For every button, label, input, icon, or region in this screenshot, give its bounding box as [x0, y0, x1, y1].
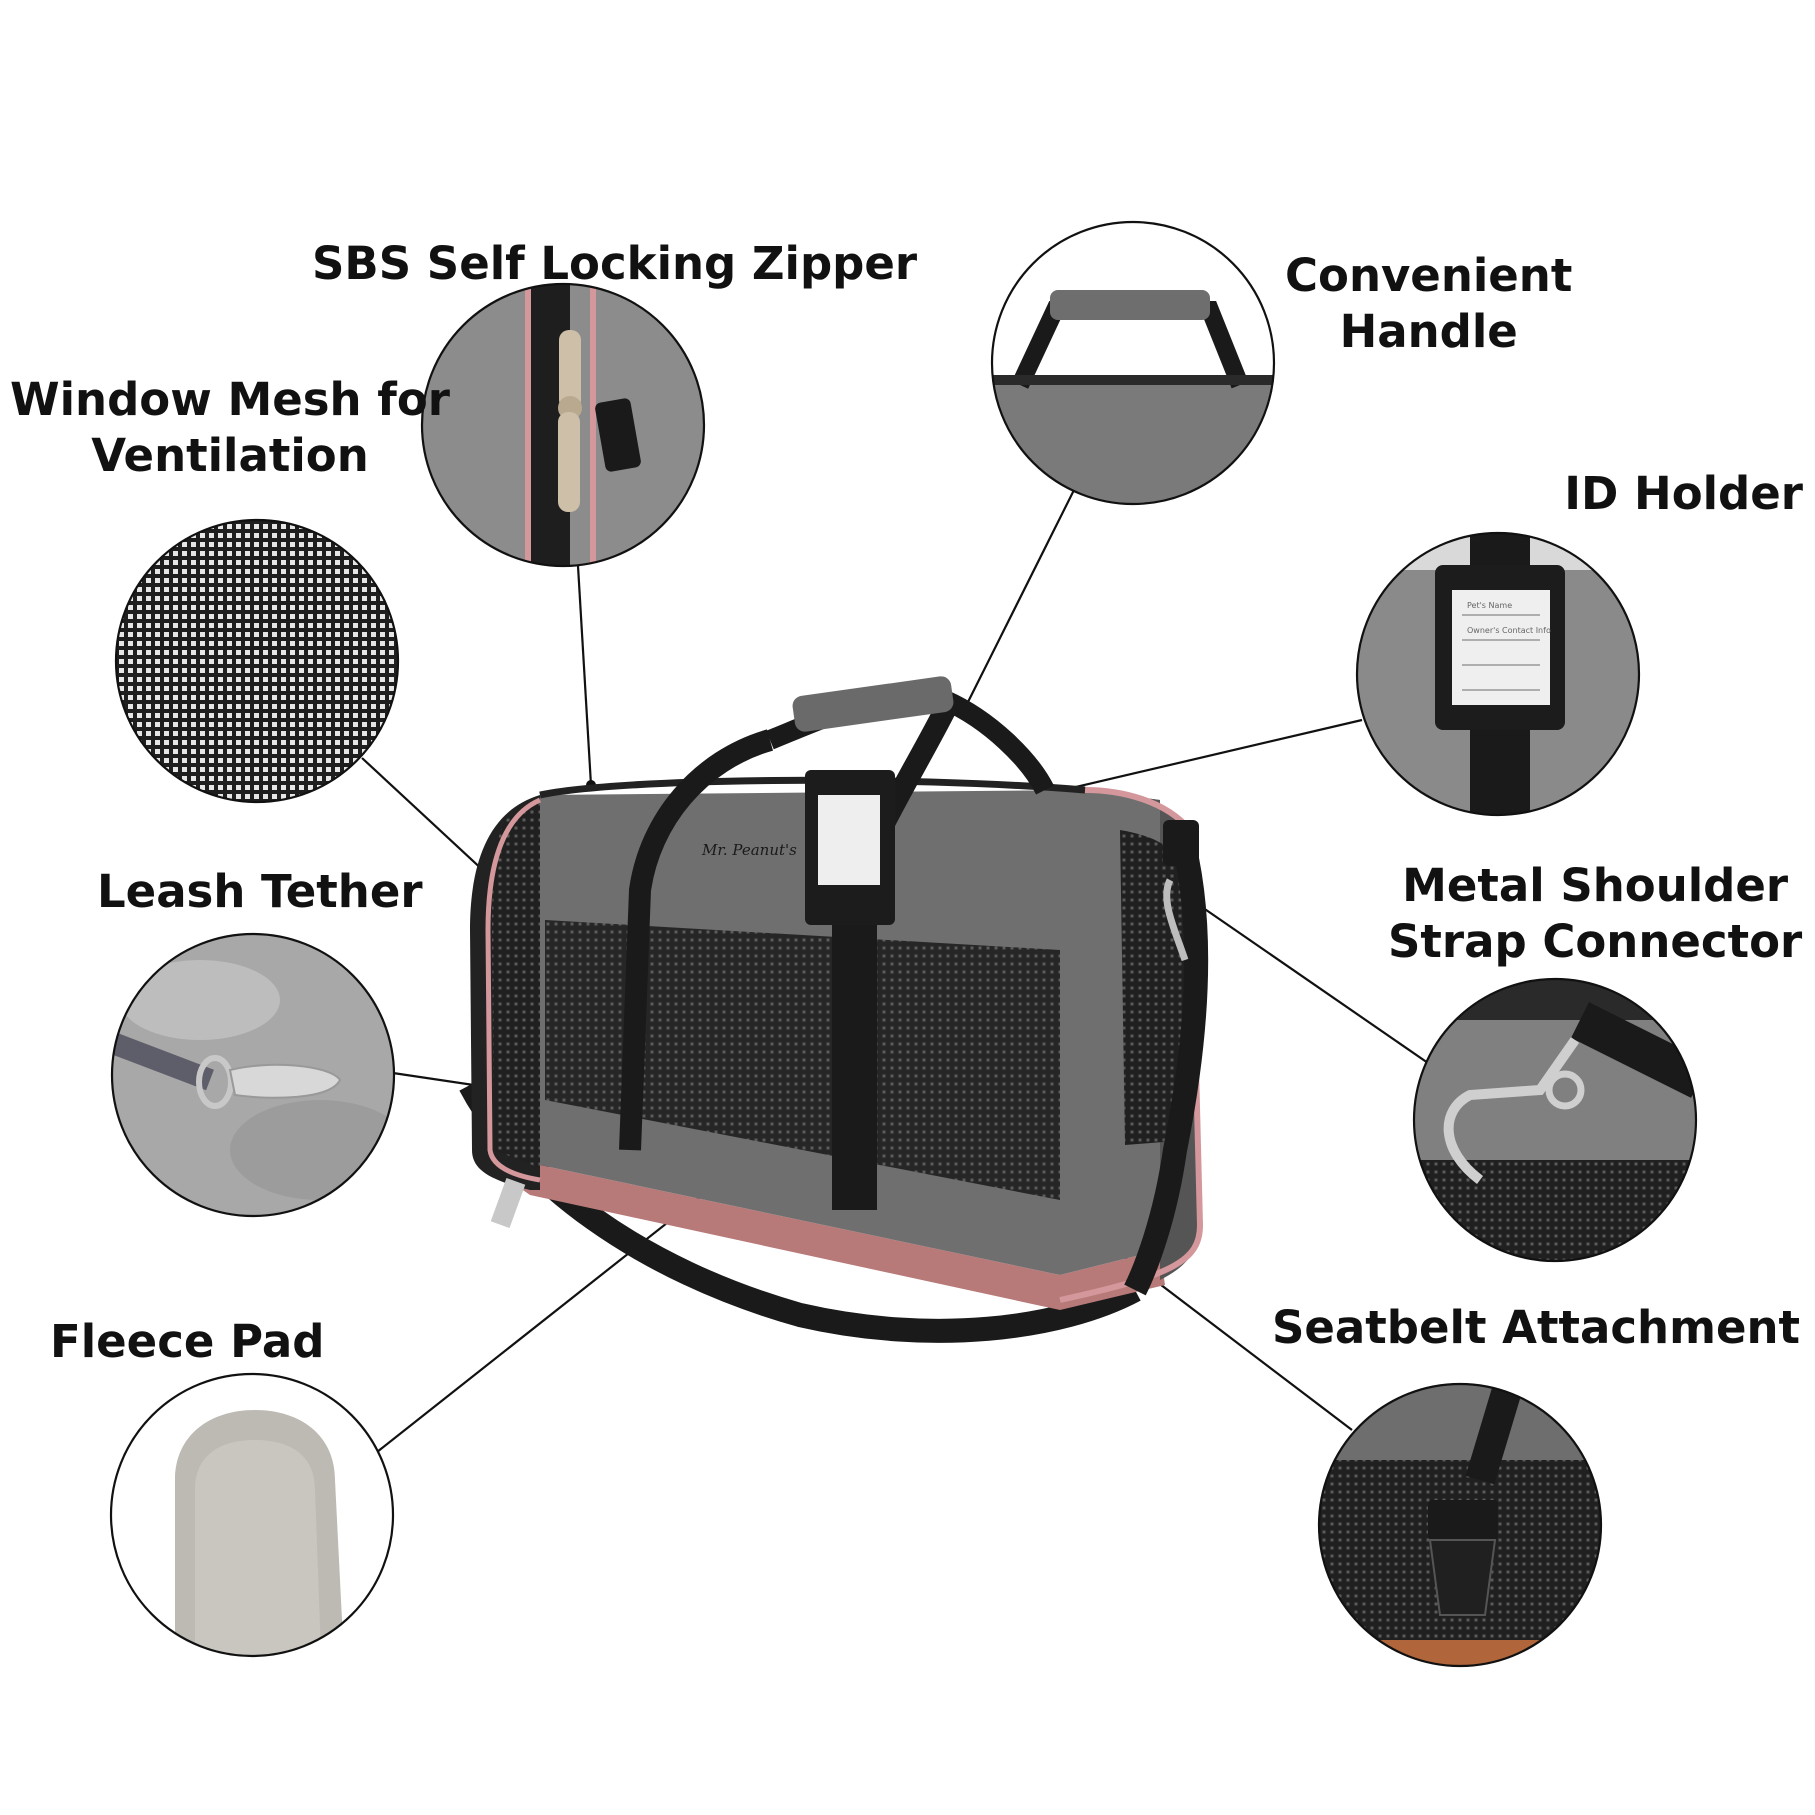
- carrier-bag: [459, 676, 1209, 1343]
- id-holder-detail-circle: Pet's Name Owner's Contact Info: [1355, 531, 1641, 817]
- mesh-detail-circle: [114, 518, 400, 804]
- callout-id-holder: ID Holder: [1564, 466, 1803, 522]
- leash-detail-circle: [110, 932, 396, 1218]
- callout-seatbelt-attachment: Seatbelt Attachment: [1272, 1300, 1800, 1356]
- callout-window-mesh: Window Mesh for Ventilation: [10, 372, 450, 484]
- fleece-detail-circle: [109, 1372, 395, 1658]
- callout-leash-tether: Leash Tether: [97, 864, 423, 920]
- callout-seatbelt-line-1: Seatbelt Attachment: [1272, 1301, 1801, 1354]
- zipper-detail-circle: [420, 282, 706, 568]
- shoulder-connector-detail-circle: [1412, 977, 1698, 1263]
- id-card-field-name: Pet's Name: [1467, 601, 1512, 610]
- callout-leash-line-1: Leash Tether: [97, 865, 423, 918]
- callout-shoulder-connector: Metal Shoulder Strap Connector: [1388, 858, 1802, 970]
- brand-logo: Mr. Peanut's: [701, 841, 797, 859]
- callout-handle-line-2: Handle: [1339, 304, 1518, 358]
- callout-handle-line-1: Convenient: [1285, 249, 1573, 302]
- callout-shoulder-line-1: Metal Shoulder: [1402, 859, 1789, 912]
- callout-mesh-line-1: Window Mesh for: [10, 373, 450, 426]
- callout-handle: Convenient Handle: [1285, 248, 1572, 360]
- handle-detail-circle: [990, 220, 1276, 506]
- callout-zipper: SBS Self Locking Zipper: [312, 236, 917, 292]
- callout-shoulder-line-2: Strap Connector: [1388, 914, 1803, 968]
- id-card-field-contact: Owner's Contact Info: [1467, 626, 1551, 635]
- callout-fleece-line-1: Fleece Pad: [50, 1315, 325, 1368]
- callout-id-holder-line-1: ID Holder: [1564, 467, 1803, 520]
- seatbelt-detail-circle: [1317, 1382, 1603, 1668]
- callout-mesh-line-2: Ventilation: [91, 428, 369, 482]
- callout-fleece-pad: Fleece Pad: [50, 1314, 324, 1370]
- callout-zipper-line-1: SBS Self Locking Zipper: [312, 237, 918, 290]
